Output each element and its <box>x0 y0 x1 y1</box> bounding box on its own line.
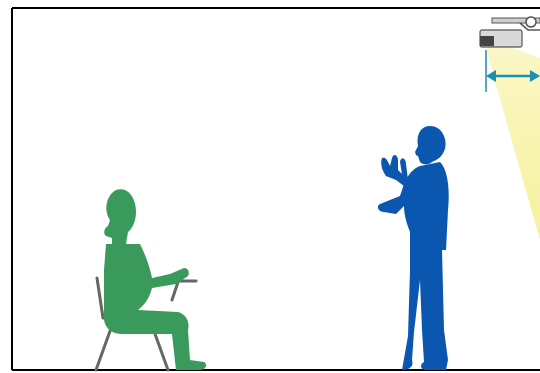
projector-lens <box>480 36 494 46</box>
projector-mount-joint <box>526 17 536 27</box>
room-background <box>12 8 540 370</box>
room-frame <box>12 8 540 370</box>
